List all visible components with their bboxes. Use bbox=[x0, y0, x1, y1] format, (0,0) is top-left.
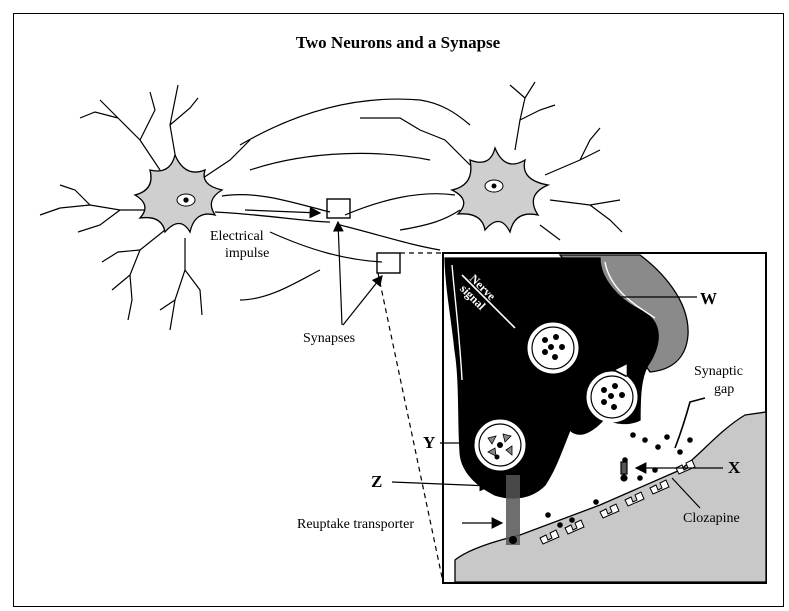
vesicle-2 bbox=[587, 372, 637, 422]
label-y: Y bbox=[423, 433, 435, 452]
synapse-inset: Nerve signal bbox=[443, 253, 766, 583]
synapses-label: Synapses bbox=[303, 331, 355, 346]
label-w: W bbox=[700, 289, 717, 308]
synapse-box-1 bbox=[327, 199, 350, 218]
electrical-impulse-label-2: impulse bbox=[225, 246, 269, 261]
label-x: X bbox=[728, 458, 741, 477]
vesicle-1 bbox=[528, 323, 578, 373]
label-z: Z bbox=[371, 472, 382, 491]
reuptake-transporter bbox=[506, 475, 520, 545]
left-cell-body bbox=[135, 155, 222, 232]
synaptic-gap-label-2: gap bbox=[714, 382, 734, 397]
synapse-box-2 bbox=[377, 253, 400, 273]
zoom-lines bbox=[378, 253, 443, 582]
reuptake-label: Reuptake transporter bbox=[297, 517, 414, 532]
axon-branches bbox=[240, 99, 470, 300]
synaptic-gap-label-1: Synaptic bbox=[694, 364, 743, 379]
diagram-title: Two Neurons and a Synapse bbox=[296, 33, 501, 52]
clozapine-label: Clozapine bbox=[683, 511, 740, 526]
clozapine-molecule bbox=[621, 462, 627, 481]
electrical-impulse-label-1: Electrical bbox=[210, 229, 264, 244]
vesicle-y bbox=[475, 420, 525, 470]
